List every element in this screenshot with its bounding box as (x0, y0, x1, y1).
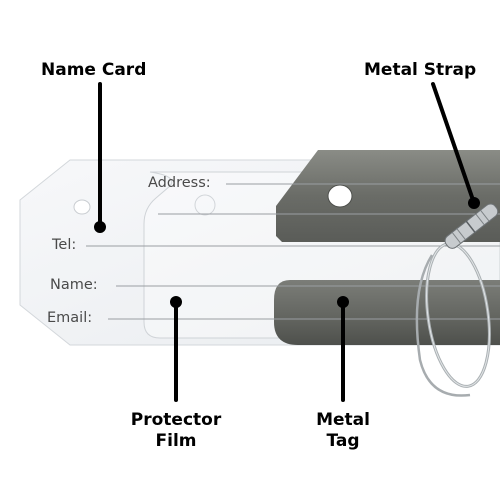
leader-name-card-dot (94, 221, 106, 233)
name-card-label: Name Card (41, 60, 147, 80)
metal-tag-lower (274, 280, 500, 345)
leader-metal-tag-dot (337, 296, 349, 308)
protector-film-label-line1: Protector (130, 410, 222, 430)
metal-tag-label-line1: Metal (316, 410, 370, 430)
metal-plate-hole (327, 184, 353, 208)
metal-tag-label-line2: Tag (326, 431, 360, 451)
metal-strap (415, 203, 499, 397)
metal-tag-label: Metal Tag (300, 410, 386, 452)
film-hole (194, 194, 216, 216)
tel-label: Tel: (51, 237, 76, 253)
protector-film-label-line2: Film (155, 431, 197, 451)
card-hole (73, 199, 91, 215)
protector-film-label: Protector Film (118, 410, 234, 452)
leader-metal-strap (431, 82, 475, 202)
name-label: Name: (50, 277, 98, 293)
leader-protector-film-dot (170, 296, 182, 308)
email-label: Email: (47, 310, 92, 326)
address-label: Address: (148, 175, 211, 191)
strap-connector (444, 203, 499, 249)
metal-strap-label: Metal Strap (364, 60, 477, 80)
leader-metal-strap-dot (468, 197, 480, 209)
metal-plate-upper (276, 150, 500, 242)
